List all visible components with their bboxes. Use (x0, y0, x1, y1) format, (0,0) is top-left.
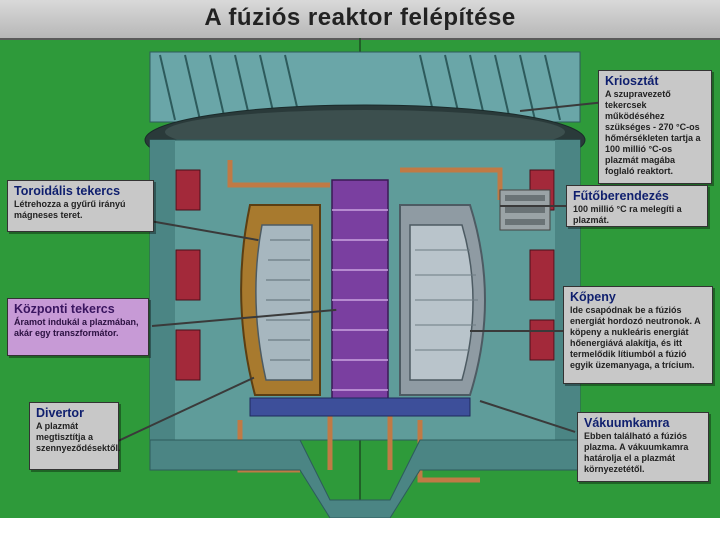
callout-futoberendezes-text: 100 millió °C ra melegíti a plazmát. (573, 204, 682, 225)
callout-kopeny-text: Ide csapódnak be a fúziós energiát hordo… (570, 305, 701, 370)
callout-toroidalis-heading: Toroidális tekercs (14, 184, 121, 198)
vacuum-chamber-right (399, 204, 486, 396)
side-ports-left (175, 169, 201, 381)
central-solenoid (331, 179, 389, 411)
callout-kopeny: Kőpeny Ide csapódnak be a fúziós energiá… (563, 286, 713, 384)
bottom-margin (0, 518, 720, 540)
callout-toroidalis: Toroidális tekercs Létrehozza a gyűrű ir… (7, 180, 154, 232)
callout-vakuumkamra-heading: Vákuumkamra (584, 416, 670, 430)
callout-futoberendezes-heading: Fűtőberendezés (573, 189, 669, 203)
callout-kopeny-heading: Kőpeny (570, 290, 616, 304)
callout-divertor: Divertor A plazmát megtisztítja a szenny… (29, 402, 121, 470)
title-bar: A fúziós reaktor felépítése (0, 0, 720, 40)
leader-futoberendezes (500, 205, 570, 207)
heating-system (499, 189, 551, 231)
vacuum-chamber-left (240, 204, 321, 396)
reactor-illustration (144, 38, 586, 518)
callout-kozponti: Központi tekercs Áramot indukál a plazmá… (7, 298, 149, 356)
leader-kopeny (470, 330, 565, 332)
callout-kriosztat-text: A szupravezető tekercsek működéséhez szü… (605, 89, 701, 176)
callout-toroidalis-text: Létrehozza a gyűrű irányú mágneses teret… (14, 199, 126, 220)
callout-divertor-text: A plazmát megtisztítja a szennyeződésekt… (36, 421, 121, 453)
page-title: A fúziós reaktor felépítése (204, 4, 516, 31)
callout-vakuumkamra: Vákuumkamra Ebben található a fúziós pla… (577, 412, 709, 482)
callout-kriosztat-heading: Kriosztát (605, 74, 659, 88)
callout-kozponti-text: Áramot indukál a plazmában, akár egy tra… (14, 317, 139, 338)
callout-kozponti-heading: Központi tekercs (14, 302, 115, 316)
callout-divertor-heading: Divertor (36, 406, 84, 420)
reactor-base (149, 397, 581, 518)
callout-kriosztat: Kriosztát A szupravezető tekercsek működ… (598, 70, 712, 184)
callout-futoberendezes: Fűtőberendezés 100 millió °C ra melegíti… (566, 185, 708, 227)
callout-vakuumkamra-text: Ebben található a fúziós plazma. A vákuu… (584, 431, 689, 474)
